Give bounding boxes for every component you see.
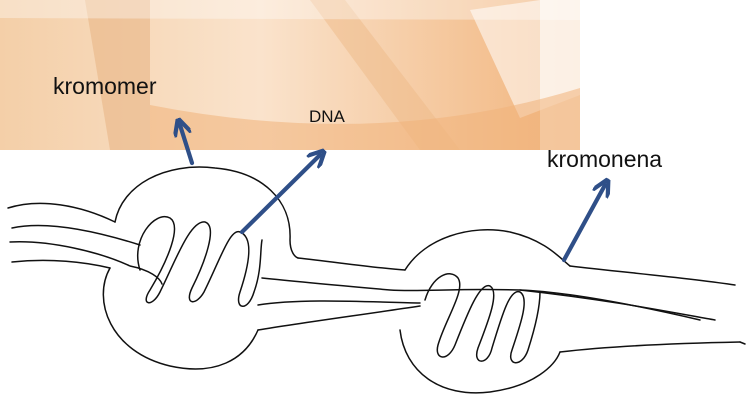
chromonema-strands: [8, 167, 745, 393]
kromomer-label: kromomer: [53, 73, 157, 100]
dna-arrow: [242, 155, 320, 232]
dna-label: DNA: [309, 107, 345, 127]
kromonena-arrow: [564, 185, 605, 260]
kromonena-label: kromonena: [547, 146, 662, 173]
